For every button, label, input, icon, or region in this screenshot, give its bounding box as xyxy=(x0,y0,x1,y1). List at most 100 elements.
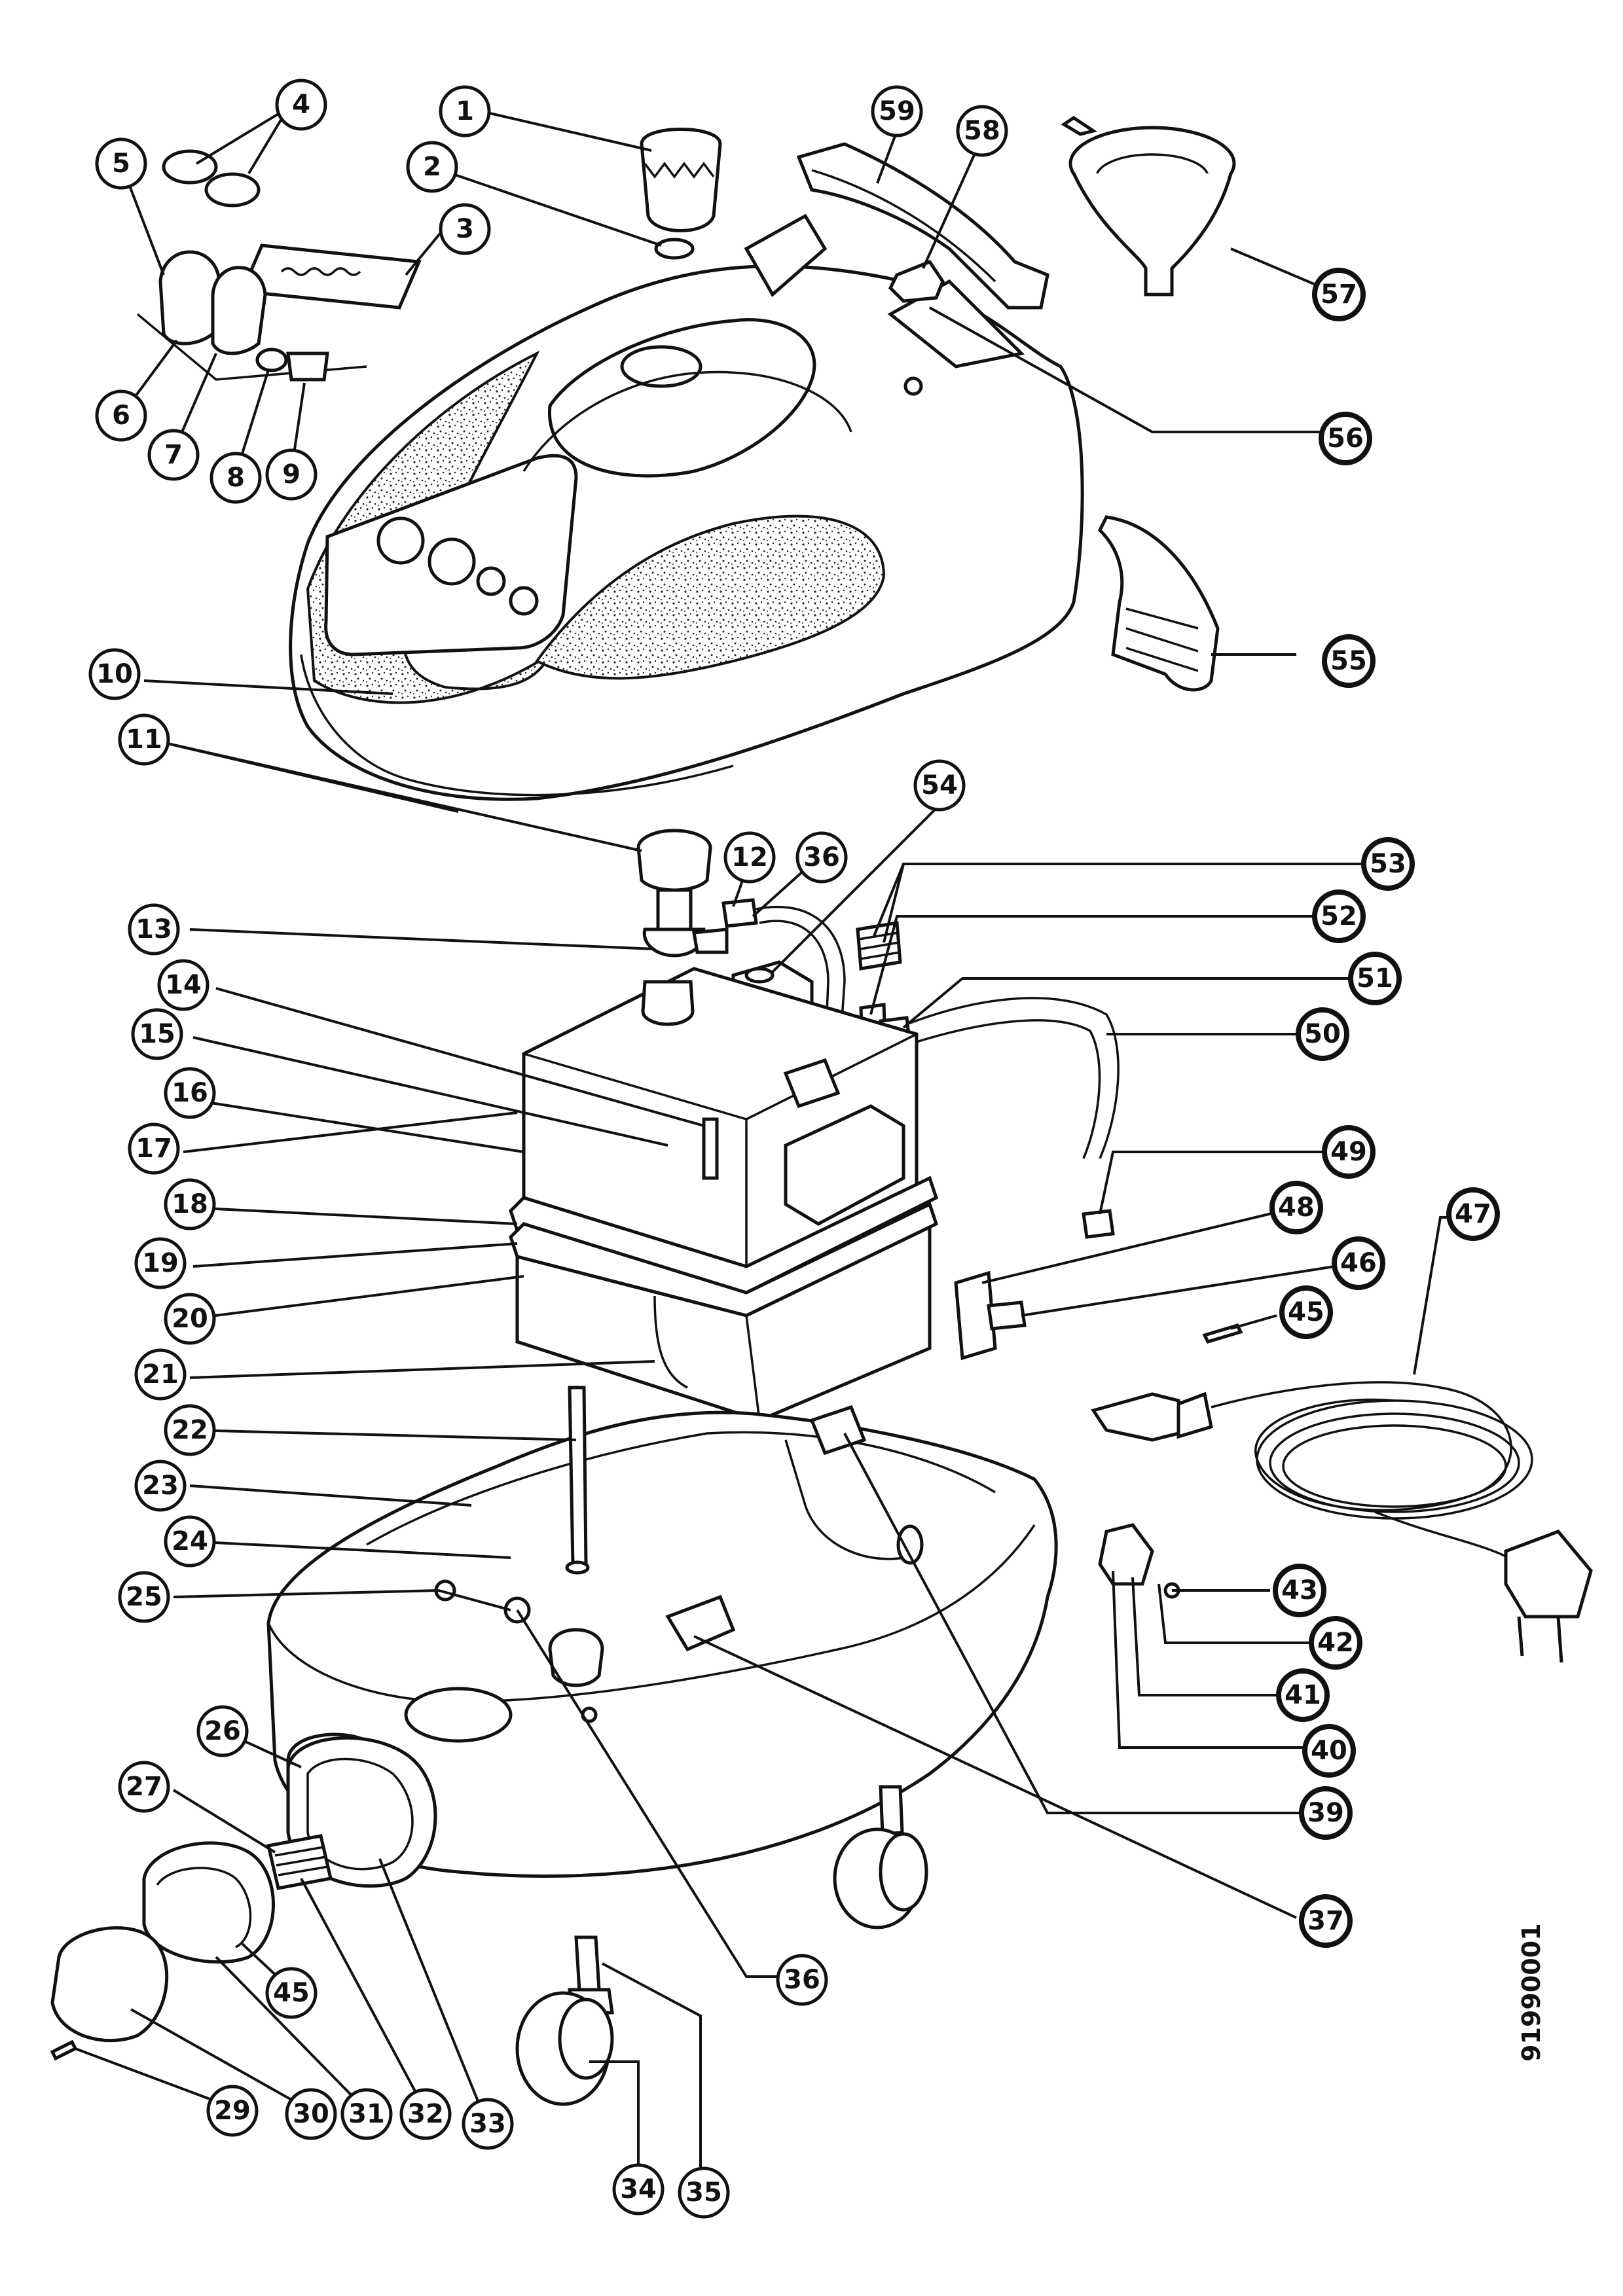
callout-57: 57 xyxy=(1312,268,1366,321)
hose-clamp xyxy=(1082,1209,1115,1239)
callout-number: 41 xyxy=(1285,1680,1321,1710)
callout-number: 49 xyxy=(1330,1137,1367,1167)
callout-18: 18 xyxy=(164,1178,216,1230)
callout-15: 15 xyxy=(131,1008,183,1060)
callout-number: 13 xyxy=(136,914,172,944)
callout-circle xyxy=(118,713,170,766)
callout-number: 40 xyxy=(1311,1736,1347,1766)
callout-circle xyxy=(1309,1616,1362,1670)
callout-36: 36 xyxy=(776,1954,828,2006)
callout-11: 11 xyxy=(118,713,170,766)
callout-number: 6 xyxy=(112,401,130,431)
callout-circle xyxy=(164,1404,216,1456)
callout-circle xyxy=(1273,1564,1326,1617)
callout-3: 3 xyxy=(439,203,491,255)
callout-43: 43 xyxy=(1273,1564,1326,1617)
callout-27: 27 xyxy=(118,1761,170,1813)
callout-46: 46 xyxy=(1332,1236,1385,1290)
callout-circle xyxy=(118,1761,170,1813)
callout-19: 19 xyxy=(134,1237,187,1289)
callout-circle xyxy=(1332,1236,1385,1290)
callout-circle xyxy=(147,429,200,481)
callout-number: 10 xyxy=(96,659,133,689)
callout-23: 23 xyxy=(134,1460,187,1512)
callout-1: 1 xyxy=(439,85,491,137)
callout-12: 12 xyxy=(723,831,776,884)
callout-circle xyxy=(1302,1724,1356,1778)
callout-37: 37 xyxy=(1299,1894,1353,1948)
callout-circle xyxy=(128,903,180,956)
callout-51: 51 xyxy=(1348,952,1402,1005)
callout-21: 21 xyxy=(134,1348,187,1401)
filler-cap xyxy=(640,128,722,232)
indicator-lamps xyxy=(255,348,329,382)
callout-number: 11 xyxy=(126,725,162,755)
callout-58: 58 xyxy=(956,105,1008,157)
callout-number: 58 xyxy=(964,116,1000,146)
callout-number: 15 xyxy=(139,1019,175,1049)
callout-56: 56 xyxy=(1319,412,1372,465)
callout-5: 5 xyxy=(95,137,147,190)
callout-number: 52 xyxy=(1321,901,1357,931)
callout-number: 9 xyxy=(282,459,301,490)
callout-circle xyxy=(340,2088,393,2140)
boiler-assembly xyxy=(509,967,939,1422)
callout-22: 22 xyxy=(164,1404,216,1456)
callout-40: 40 xyxy=(1302,1724,1356,1778)
callout-circle xyxy=(776,1954,828,2006)
callout-number: 3 xyxy=(456,214,474,244)
callout-20: 20 xyxy=(164,1293,216,1345)
callout-circle xyxy=(1348,952,1402,1005)
power-cord xyxy=(1091,1381,1593,1663)
callout-17: 17 xyxy=(128,1122,180,1175)
callout-number: 2 xyxy=(423,152,441,182)
callout-circle xyxy=(1299,1786,1353,1840)
callout-35: 35 xyxy=(678,2166,730,2219)
callout-number: 37 xyxy=(1307,1906,1344,1936)
callout-number: 22 xyxy=(172,1415,208,1445)
callout-number: 20 xyxy=(172,1304,208,1334)
callout-number: 23 xyxy=(142,1471,179,1501)
callout-circle xyxy=(439,85,491,137)
accessory-door-assembly xyxy=(50,1736,437,2043)
callout-circle xyxy=(1296,1007,1349,1061)
callout-39: 39 xyxy=(1299,1786,1353,1840)
callout-circle xyxy=(134,1460,187,1512)
callout-circle xyxy=(612,2163,665,2215)
callout-number: 47 xyxy=(1455,1199,1491,1229)
callout-circle xyxy=(871,85,923,137)
callout-4: 4 xyxy=(275,79,327,131)
callout-number: 24 xyxy=(172,1526,208,1556)
callout-41: 41 xyxy=(1276,1668,1330,1722)
callout-circle xyxy=(1312,889,1366,943)
callout-47: 47 xyxy=(1446,1187,1500,1241)
callout-36: 36 xyxy=(795,831,848,884)
steam-hose xyxy=(906,997,1120,1159)
handle-nut xyxy=(888,259,945,303)
callout-14: 14 xyxy=(157,959,210,1011)
callout-number: 19 xyxy=(142,1248,179,1278)
callout-number: 39 xyxy=(1307,1798,1344,1828)
callout-number: 18 xyxy=(172,1189,208,1219)
cord-clamp xyxy=(1098,1523,1180,1599)
callout-45: 45 xyxy=(265,1967,318,2019)
callout-circle xyxy=(723,831,776,884)
callout-55: 55 xyxy=(1322,634,1376,688)
callout-circle xyxy=(1312,268,1366,321)
callout-number: 54 xyxy=(921,770,958,800)
callout-number: 33 xyxy=(469,2109,506,2139)
callout-number: 25 xyxy=(126,1582,162,1612)
callout-number: 45 xyxy=(273,1978,310,2008)
callout-number: 48 xyxy=(1278,1193,1315,1223)
callout-number: 34 xyxy=(620,2174,657,2204)
callout-number: 57 xyxy=(1321,279,1357,310)
callout-circle xyxy=(1361,837,1415,891)
callout-25: 25 xyxy=(118,1571,170,1623)
callout-8: 8 xyxy=(210,452,262,504)
callout-50: 50 xyxy=(1296,1007,1349,1061)
callout-number: 50 xyxy=(1304,1019,1341,1049)
callout-circle xyxy=(265,1967,318,2019)
callout-number: 55 xyxy=(1330,646,1367,676)
callout-6: 6 xyxy=(95,389,147,442)
